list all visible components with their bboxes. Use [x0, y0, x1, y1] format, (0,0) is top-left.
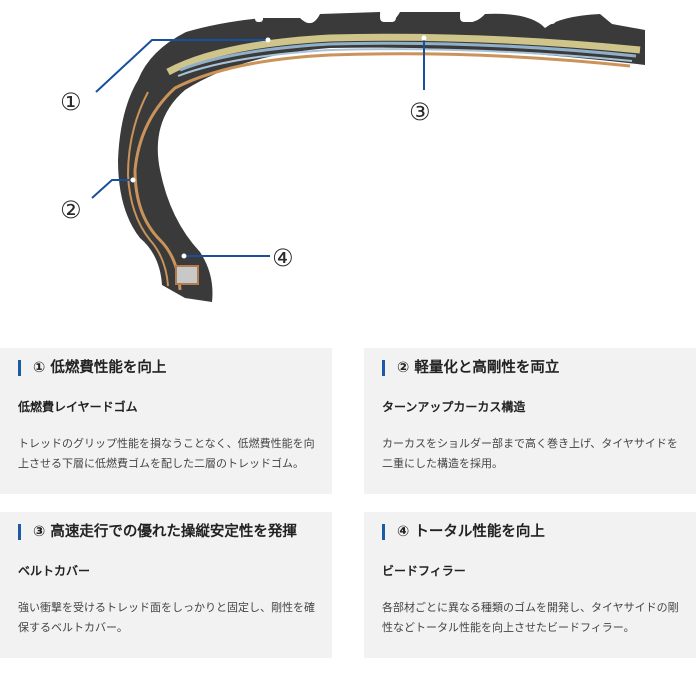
- bead-core: [175, 265, 199, 285]
- tread-grooves: [255, 10, 556, 24]
- feature-card-3: ③ 高速走行での優れた操縦安定性を発揮 ベルトカバー 強い衝撃を受けるトレッド面…: [0, 512, 332, 658]
- card-title: ② 軽量化と高剛性を両立: [382, 360, 559, 376]
- card-subtitle: 低燃費レイヤードゴム: [18, 400, 138, 414]
- card-body: 各部材ごとに異なる種類のゴムを開発し、タイヤサイドの剛性などトータル性能を向上さ…: [382, 601, 679, 634]
- belt-layer: [179, 41, 637, 72]
- tread-layer: [166, 33, 641, 76]
- feature-card-2: ② 軽量化と高剛性を両立 ターンアップカーカス構造 カーカスをショルダー部まで高…: [364, 348, 696, 494]
- card-body: トレッドのグリップ性能を損なうことなく、低燃費性能を向上させる下層に低燃費ゴムを…: [18, 437, 315, 470]
- card-title: ① 低燃費性能を向上: [18, 360, 166, 376]
- card-subtitle: ベルトカバー: [18, 564, 91, 578]
- feature-card-1: ① 低燃費性能を向上 低燃費レイヤードゴム トレッドのグリップ性能を損なうことな…: [0, 348, 332, 494]
- carcass-ply: [133, 52, 631, 291]
- card-title: ④ トータル性能を向上: [382, 524, 545, 540]
- tire-cross-section-diagram: ① ② ③ ④: [60, 10, 645, 302]
- card-subtitle: ターンアップカーカス構造: [382, 400, 526, 414]
- feature-card-4: ④ トータル性能を向上 ビードフィラー 各部材ごとに異なる種類のゴムを開発し、タ…: [364, 512, 696, 658]
- callout-1: ①: [60, 88, 82, 116]
- card-title: ③ 高速走行での優れた操縦安定性を発揮: [18, 524, 297, 540]
- card-subtitle: ビードフィラー: [382, 564, 466, 578]
- card-body: カーカスをショルダー部まで高く巻き上げ、タイヤサイドを二重にした構造を採用。: [382, 437, 678, 470]
- callout-4: ④: [272, 244, 294, 272]
- callout-2: ②: [60, 196, 82, 224]
- callout-leaders: [91, 38, 425, 257]
- card-body: 強い衝撃を受けるトレッド面をしっかりと固定し、剛性を確保するベルトカバー。: [18, 601, 315, 634]
- callout-3: ③: [409, 98, 431, 126]
